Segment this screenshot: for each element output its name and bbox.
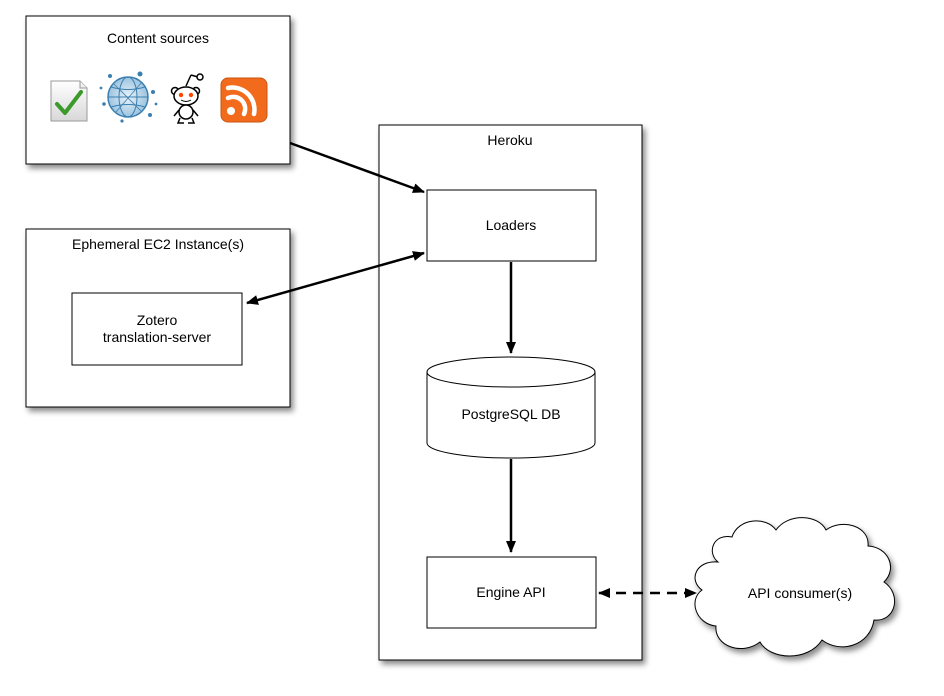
ec2-title: Ephemeral EC2 Instance(s) — [72, 236, 244, 252]
postgresql-db-node — [426, 356, 596, 459]
reddit-alien-icon — [170, 73, 204, 124]
zotero-node — [71, 292, 243, 366]
content-sources-box: Content sources — [25, 15, 291, 165]
network-globe-icon — [99, 71, 158, 123]
heroku-title: Heroku — [487, 132, 532, 148]
zotero-label: Zotero — [137, 312, 178, 328]
engine-api-label: Engine API — [476, 584, 545, 600]
heroku-box: Heroku Loaders PostgreSQL DB Engine API — [378, 124, 643, 661]
engine-api-node — [426, 556, 597, 629]
content-sources-title: Content sources — [107, 30, 209, 46]
loaders-label: Loaders — [486, 217, 537, 233]
loaders-node — [426, 189, 597, 262]
zotero-loaders-arrow — [246, 251, 425, 305]
api-consumers-label: API consumer(s) — [748, 585, 852, 601]
postgresql-db-label: PostgreSQL DB — [461, 406, 560, 422]
ec2-instances-box: Ephemeral EC2 Instance(s) Zotero transla… — [25, 228, 291, 408]
api-consumers-cloud: API consumer(s) — [694, 517, 895, 657]
rss-feed-icon — [220, 77, 268, 123]
document-check-icon — [50, 80, 88, 122]
sources-to-loaders-arrow — [289, 141, 425, 194]
zotero-sublabel: translation-server — [103, 329, 211, 345]
